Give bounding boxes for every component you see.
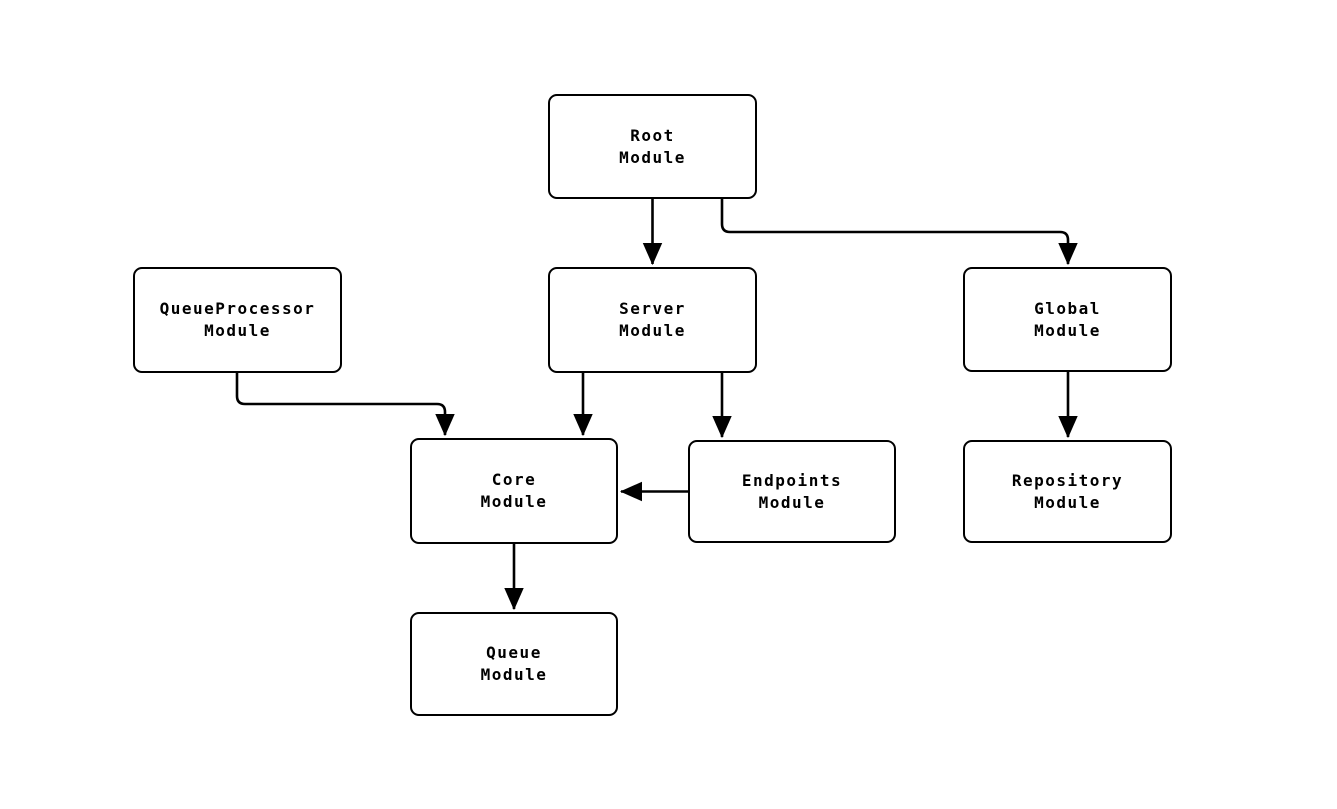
edge-queueprocessor-to-core [235, 373, 455, 437]
node-root-module-label: Root Module [619, 125, 686, 167]
node-endpoints-module: Endpoints Module [688, 440, 896, 543]
node-repository-module: Repository Module [963, 440, 1172, 543]
node-server-module-label: Server Module [619, 299, 686, 340]
edge-root-to-global [720, 199, 1078, 266]
node-server-module: Server Module [548, 267, 757, 373]
node-queue-module-label: Queue Module [480, 643, 548, 684]
node-global-module: Global Module [963, 267, 1172, 372]
node-queueprocessor-module: QueueProcessor Module [133, 267, 342, 373]
node-core-module-label: Core Module [480, 470, 548, 511]
node-queueprocessor-module-label: QueueProcessor Module [159, 299, 316, 340]
node-root-module: Root Module [548, 94, 757, 199]
node-repository-module-label: Repository Module [1011, 470, 1124, 512]
node-global-module-label: Global Module [1034, 298, 1101, 340]
node-queue-module: Queue Module [410, 612, 618, 716]
node-endpoints-module-label: Endpoints Module [741, 470, 843, 512]
node-core-module: Core Module [410, 438, 618, 544]
